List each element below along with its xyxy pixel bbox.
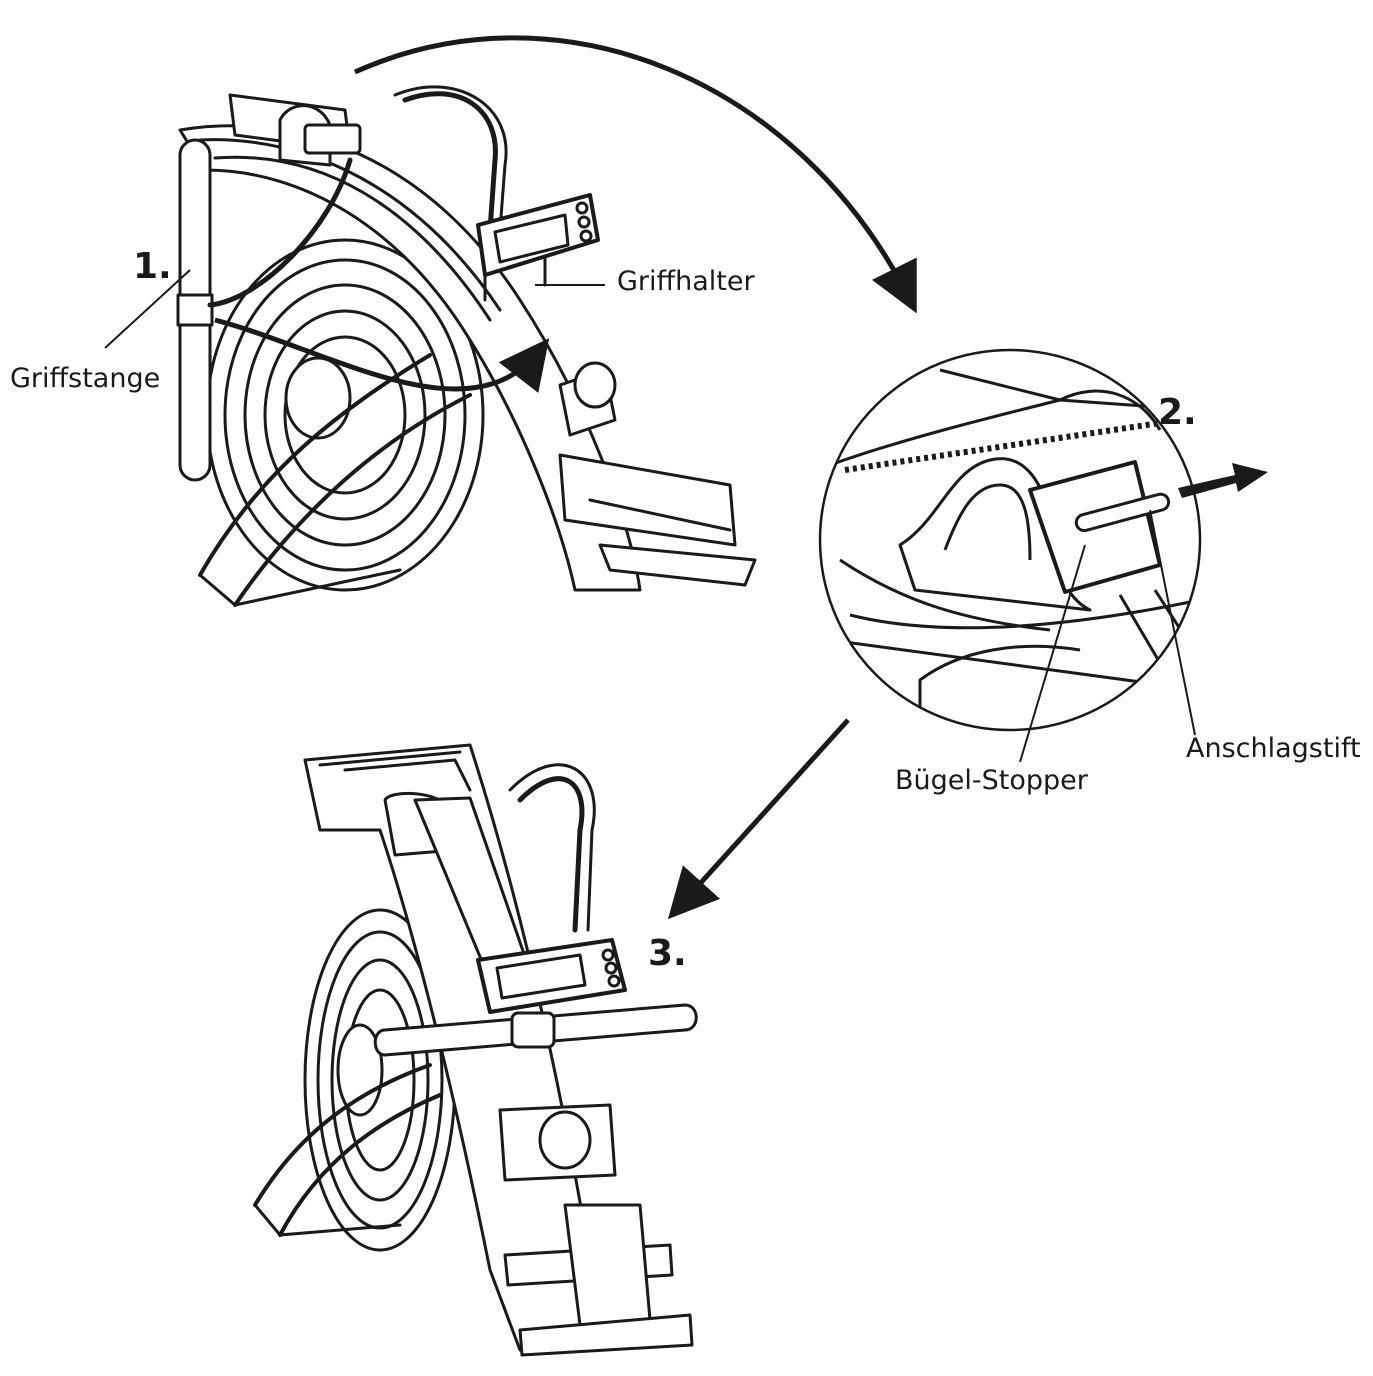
monitor-1	[476, 193, 600, 302]
griffhalter-label: Griffhalter	[617, 266, 755, 297]
step-1-label: 1.	[133, 246, 172, 287]
leader-lines	[104, 269, 1196, 763]
anschlagstift-label: Anschlagstift	[1186, 733, 1361, 764]
monitor-3	[476, 938, 627, 1014]
rower-upright-drawing	[176, 85, 757, 607]
arrow-handle-to-holder	[214, 317, 550, 393]
arrow-step-1-to-2	[353, 35, 917, 314]
stop-pin	[1074, 492, 1171, 533]
handle-bar-horizontal	[373, 1003, 698, 1057]
leader-anschlagstift	[1149, 509, 1196, 736]
buegel-stopper-label: Bügel-Stopper	[895, 765, 1088, 796]
fan-wheel-1	[205, 238, 485, 592]
griffstange-label: Griffstange	[10, 363, 161, 394]
leader-buegel-stopper	[1019, 544, 1086, 763]
step-2-label: 2.	[1158, 392, 1197, 433]
detail-circle	[818, 348, 1268, 732]
step-3-label: 3.	[648, 933, 687, 974]
leader-griffstange	[104, 269, 191, 349]
handle-bar-vertical	[176, 138, 353, 482]
arrow-step-2-to-3	[667, 718, 850, 920]
rower-assembled-drawing	[253, 743, 698, 1357]
resistance-knob-1	[558, 361, 617, 437]
pull-out-arrow	[1178, 463, 1268, 498]
